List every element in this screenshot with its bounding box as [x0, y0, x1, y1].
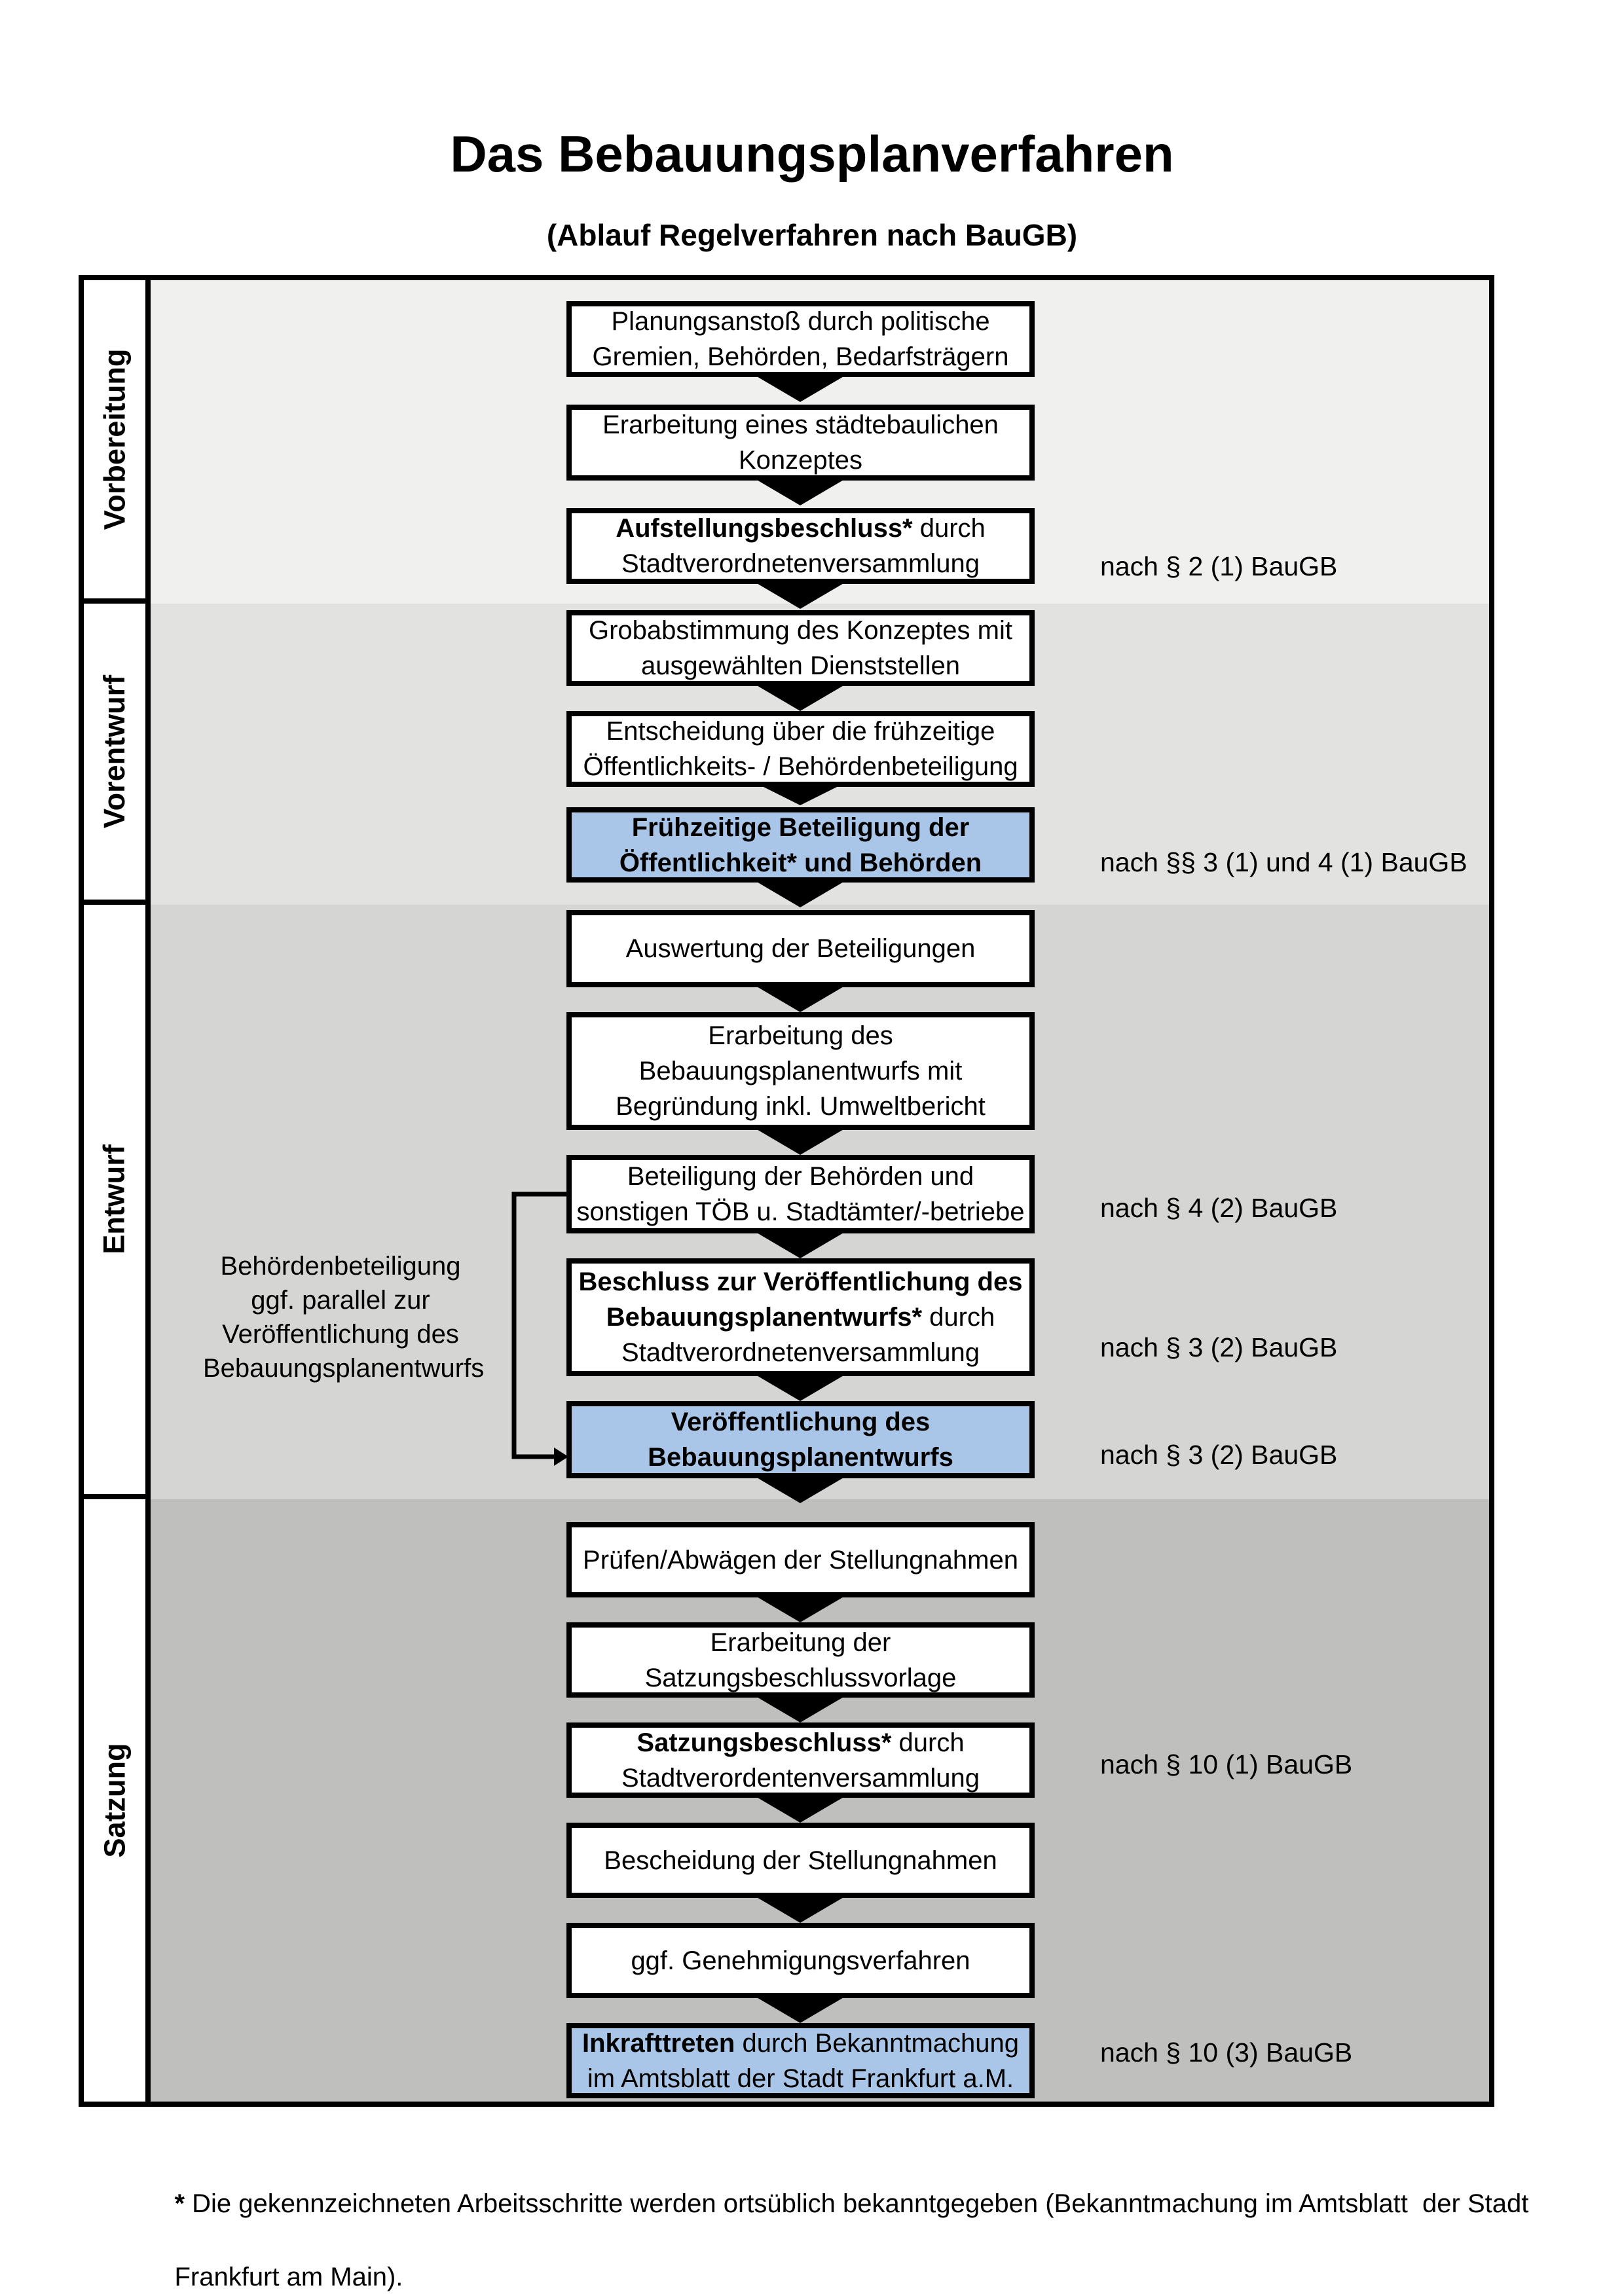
law-reference: nach § 10 (1) BauGB	[1100, 1749, 1353, 1779]
side-note-line: Bebauungsplanentwurfs	[203, 1354, 485, 1383]
flow-step-genehmigungsverfahren: ggf. Genehmigungsverfahren	[566, 1923, 1035, 1998]
side-note-line: Veröffentlichung des	[222, 1320, 459, 1349]
arrow-down-icon	[756, 783, 845, 805]
arrow-down-icon	[756, 1997, 845, 2023]
parallel-procedure-note: Behördenbeteiligung ggf. parallel zur Ve…	[203, 1249, 485, 1385]
parallel-connector-arrow	[511, 1192, 568, 1466]
law-reference: nach § 4 (2) BauGB	[1100, 1193, 1338, 1223]
arrow-down-icon	[756, 1596, 845, 1622]
phase-label-vorentwurf: Vorentwurf	[84, 604, 145, 905]
arrow-down-icon	[756, 583, 845, 609]
page-subtitle: (Ablauf Regelverfahren nach BauGB)	[546, 218, 1078, 252]
flow-step-auswertung: Auswertung der Beteiligungen	[566, 910, 1035, 987]
law-reference: nach § 3 (2) BauGB	[1100, 1440, 1338, 1470]
footnote-asterisk: *	[174, 2189, 185, 2218]
arrow-down-icon	[756, 479, 845, 505]
law-reference: nach § 3 (2) BauGB	[1100, 1332, 1338, 1362]
phase-label-vorbereitung: Vorbereitung	[84, 280, 145, 604]
phase-label-satzung: Satzung	[84, 1499, 145, 2102]
arrow-down-icon	[756, 1129, 845, 1155]
arrow-down-icon	[756, 1477, 845, 1503]
law-reference: nach §§ 3 (1) und 4 (1) BauGB	[1100, 847, 1467, 877]
arrow-down-icon	[756, 1796, 845, 1823]
arrow-down-icon	[756, 685, 845, 711]
arrow-down-icon	[756, 1375, 845, 1401]
footnote: * Die gekennzeichneten Arbeitsschritte w…	[145, 2149, 1534, 2296]
footnote-text-line2: Frankfurt am Main).	[174, 2263, 403, 2291]
arrow-down-icon	[756, 1696, 845, 1722]
arrow-down-icon	[756, 1897, 845, 1923]
side-note-line: ggf. parallel zur	[251, 1286, 430, 1315]
side-note-line: Behördenbeteiligung	[220, 1252, 461, 1281]
diagram-frame	[79, 275, 1494, 2107]
law-reference: nach § 10 (3) BauGB	[1100, 2037, 1353, 2068]
arrow-down-icon	[756, 376, 845, 402]
arrow-down-icon	[756, 881, 845, 907]
arrow-down-icon	[756, 1232, 845, 1258]
phase-column-divider	[145, 280, 151, 2102]
page-title: Das Bebauungsplanverfahren	[450, 125, 1174, 183]
arrow-down-icon	[756, 986, 845, 1012]
law-reference: nach § 2 (1) BauGB	[1100, 551, 1338, 581]
footnote-text-line1: Die gekennzeichneten Arbeitsschritte wer…	[185, 2189, 1529, 2218]
flow-step-pruefen-abwaegen: Prüfen/Abwägen der Stellungnahmen	[566, 1522, 1035, 1597]
flow-step-bescheidung: Bescheidung der Stellungnahmen	[566, 1823, 1035, 1898]
phase-label-entwurf: Entwurf	[84, 905, 145, 1499]
